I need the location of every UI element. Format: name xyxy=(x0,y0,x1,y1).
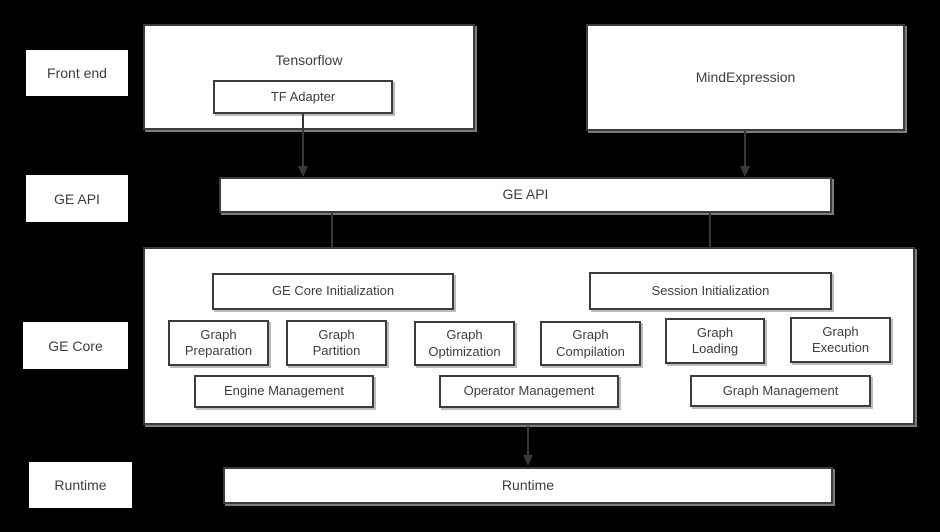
arrow-shaft xyxy=(709,213,711,265)
graph-preparation-box: Graph Preparation xyxy=(168,320,269,366)
graph-execution-box: Graph Execution xyxy=(790,317,891,363)
arrow-shaft xyxy=(527,426,529,459)
arrow-head-icon xyxy=(523,455,533,466)
tensorflow-label: Tensorflow xyxy=(275,52,343,68)
arrow-ge-core-to-runtime xyxy=(522,426,534,466)
arrow-head-icon xyxy=(740,166,750,177)
operator-management-box: Operator Management xyxy=(439,375,619,408)
ge-core-initialization-box: GE Core Initialization xyxy=(212,273,454,310)
session-initialization-box: Session Initialization xyxy=(589,272,832,310)
lane-label-ge-api: GE API xyxy=(26,175,128,222)
graph-loading-box: Graph Loading xyxy=(665,318,765,364)
arrow-tf-adapter-to-ge-api xyxy=(297,114,309,177)
arrow-head-icon xyxy=(298,166,308,177)
engine-management-box: Engine Management xyxy=(194,375,374,408)
lane-label-runtime: Runtime xyxy=(29,462,132,508)
mindexpression-box: MindExpression xyxy=(586,24,905,131)
graph-partition-box: Graph Partition xyxy=(286,320,387,366)
arrow-shaft xyxy=(302,114,304,170)
lane-label-ge-core: GE Core xyxy=(23,322,128,369)
arrow-shaft xyxy=(331,213,333,265)
tensorflow-box: Tensorflow TF Adapter xyxy=(143,24,475,130)
runtime-bar: Runtime xyxy=(223,467,833,504)
arrow-shaft xyxy=(744,131,746,170)
lane-label-front-end: Front end xyxy=(26,50,128,96)
ge-core-container: GE Core Initialization Session Initializ… xyxy=(143,247,915,425)
graph-management-box: Graph Management xyxy=(690,375,871,407)
arrow-mindexpression-to-ge-api xyxy=(739,131,751,177)
ge-api-bar: GE API xyxy=(219,177,832,213)
tf-adapter-box: TF Adapter xyxy=(213,80,393,114)
graph-optimization-box: Graph Optimization xyxy=(414,321,515,366)
graph-compilation-box: Graph Compilation xyxy=(540,321,641,366)
